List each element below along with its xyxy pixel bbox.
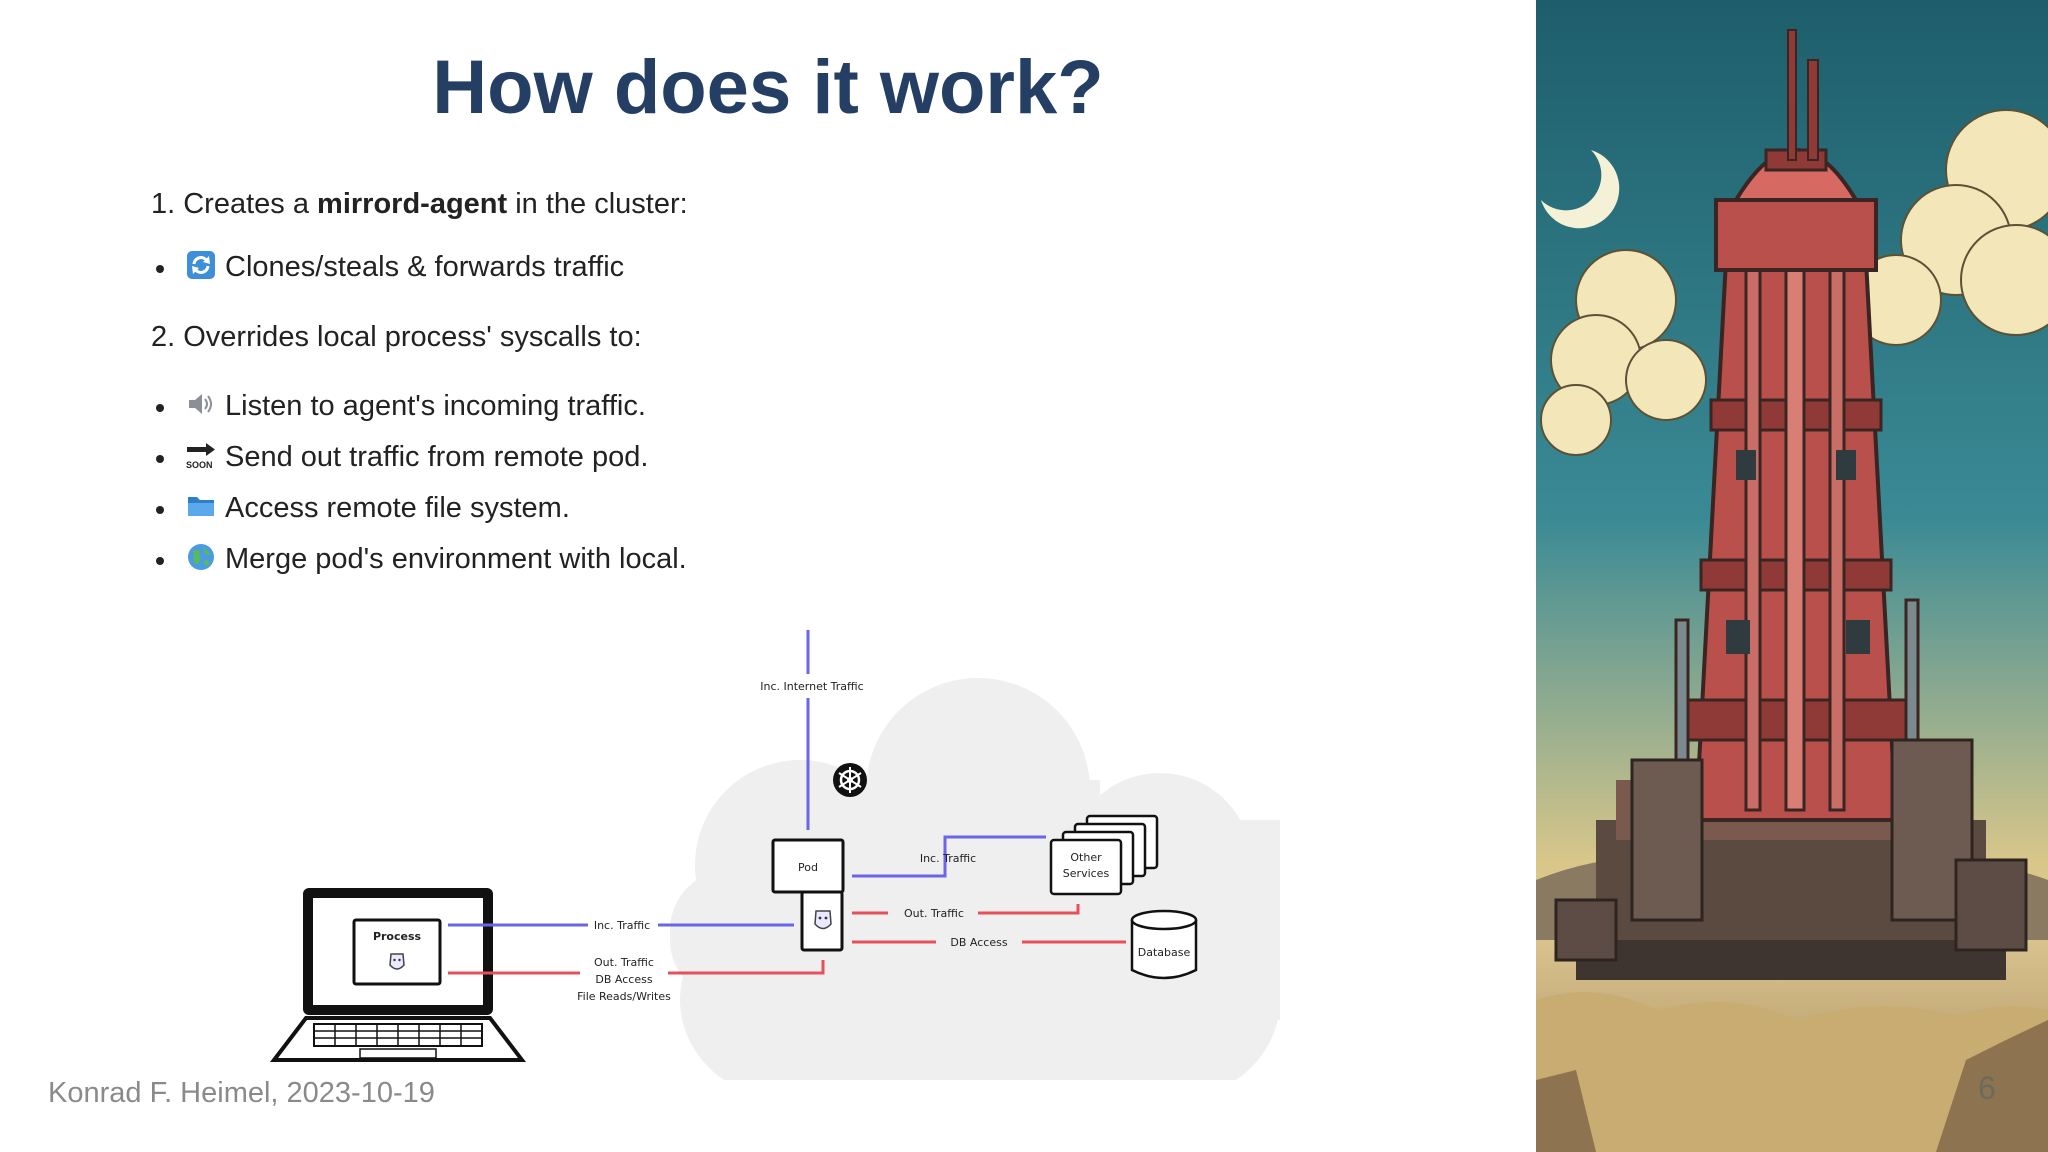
database-label: Database <box>1138 946 1191 959</box>
bullet-merge-env: Merge pod's environment with local. <box>151 534 1151 585</box>
architecture-diagram: Inc. Internet Traffic Pod Other Services… <box>260 620 1280 1110</box>
process-box <box>352 918 442 986</box>
internet-traffic-label: Inc. Internet Traffic <box>760 680 863 693</box>
tower-illustration <box>1536 0 2048 1152</box>
mirrord-agent-term: mirrord-agent <box>317 188 508 220</box>
folder-icon <box>188 497 214 517</box>
step-1-suffix: in the cluster: <box>507 188 688 220</box>
database-cylinder <box>1130 909 1198 980</box>
architecture-diagram-svg: Inc. Internet Traffic Pod Other Services… <box>269 630 1280 1110</box>
step-1: 1. Creates a mirrord-agent in the cluste… <box>151 180 1151 228</box>
step-2-bullets: Listen to agent's incoming traffic. SOON… <box>151 381 1151 585</box>
pod-label: Pod <box>798 861 818 874</box>
slide-content: 1. Creates a mirrord-agent in the cluste… <box>151 180 1151 585</box>
bullet-text: Listen to agent's incoming traffic. <box>225 390 646 422</box>
bullet-file-system: Access remote file system. <box>151 483 1151 534</box>
laptop-file-rw-label: File Reads/Writes <box>577 990 671 1003</box>
other-services-label-line1: Other <box>1070 851 1102 864</box>
arrows-cycle-icon <box>187 251 215 280</box>
other-services-box <box>1049 814 1159 896</box>
laptop-icon <box>269 888 527 1062</box>
tower-illustration-svg <box>1536 0 2048 1152</box>
laptop-out-traffic-label: Out. Traffic <box>594 956 654 969</box>
soon-arrow-icon: SOON <box>186 443 215 470</box>
mirrord-layer-icon <box>389 953 405 970</box>
laptop-inc-traffic-label: Inc. Traffic <box>594 919 650 932</box>
bullet-text: Send out traffic from remote pod. <box>225 441 649 473</box>
page-number: 6 <box>1978 1070 1996 1106</box>
mirrord-agent-icon <box>814 910 832 930</box>
speaker-icon <box>189 394 212 415</box>
footer-author-date: Konrad F. Heimel, 2023-10-19 <box>48 1077 435 1109</box>
step-1-prefix: 1. Creates a <box>151 188 318 220</box>
bullet-text: Merge pod's environment with local. <box>225 543 687 575</box>
bullet-text: Access remote file system. <box>225 492 570 524</box>
bullet-send-traffic: SOON Send out traffic from remote pod. <box>151 432 1151 483</box>
slide-title: How does it work? <box>432 45 1104 130</box>
pod-inc-traffic-label: Inc. Traffic <box>920 852 976 865</box>
laptop-db-access-label: DB Access <box>595 973 652 986</box>
kubernetes-logo-icon <box>833 763 867 797</box>
pod-out-traffic-label: Out. Traffic <box>904 907 964 920</box>
db-access-label: DB Access <box>950 936 1007 949</box>
globe-icon <box>188 544 214 571</box>
process-label: Process <box>373 930 422 943</box>
bullet-clones-traffic: Clones/steals & forwards traffic <box>151 242 1151 293</box>
other-services-label-line2: Services <box>1063 867 1110 880</box>
bullet-text: Clones/steals & forwards traffic <box>225 251 625 283</box>
svg-text:SOON: SOON <box>186 460 213 470</box>
step-2: 2. Overrides local process' syscalls to: <box>151 321 642 353</box>
bullet-listen-traffic: Listen to agent's incoming traffic. <box>151 381 1151 432</box>
step-1-bullets: Clones/steals & forwards traffic <box>151 242 1151 293</box>
